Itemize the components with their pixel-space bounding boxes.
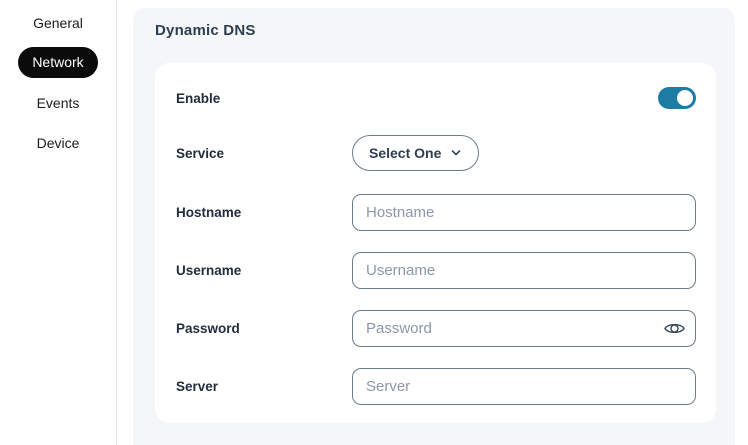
username-label: Username bbox=[176, 263, 242, 278]
enable-toggle[interactable] bbox=[658, 87, 696, 109]
server-control bbox=[352, 368, 696, 405]
sidebar-item-label: Device bbox=[36, 135, 80, 151]
password-row: Password bbox=[176, 310, 696, 347]
server-label: Server bbox=[176, 379, 219, 394]
username-control bbox=[352, 252, 696, 289]
password-label: Password bbox=[176, 321, 240, 336]
sidebar-item-label: General bbox=[33, 15, 83, 31]
service-control: Select One bbox=[352, 135, 696, 171]
hostname-control bbox=[352, 194, 696, 231]
service-row: Service Select One bbox=[176, 135, 696, 171]
show-password-button[interactable] bbox=[661, 316, 687, 342]
service-select[interactable]: Select One bbox=[352, 135, 480, 171]
password-control bbox=[352, 310, 696, 347]
username-input[interactable] bbox=[352, 252, 696, 289]
dynamic-dns-card: Enable Service Select One Hostname bbox=[155, 63, 716, 423]
sidebar-item-label: Events bbox=[36, 95, 80, 111]
sidebar-item-events[interactable]: Events bbox=[0, 89, 116, 117]
password-input[interactable] bbox=[352, 310, 696, 347]
enable-label: Enable bbox=[176, 90, 221, 106]
hostname-input[interactable] bbox=[352, 194, 696, 231]
page-title: Dynamic DNS bbox=[155, 22, 256, 39]
enable-row: Enable bbox=[176, 87, 696, 109]
sidebar-item-device[interactable]: Device bbox=[0, 129, 116, 157]
hostname-label: Hostname bbox=[176, 205, 242, 220]
service-label: Service bbox=[176, 145, 225, 161]
username-row: Username bbox=[176, 252, 696, 289]
sidebar-item-general[interactable]: General bbox=[0, 9, 116, 37]
sidebar-item-network[interactable]: Network bbox=[0, 47, 116, 78]
sidebar-item-label-active: Network bbox=[18, 47, 98, 78]
service-select-value: Select One bbox=[369, 145, 442, 161]
hostname-row: Hostname bbox=[176, 194, 696, 231]
server-input[interactable] bbox=[352, 368, 696, 405]
eye-icon bbox=[663, 323, 685, 334]
sidebar: General Network Events Device bbox=[0, 0, 117, 445]
chevron-down-icon bbox=[452, 150, 461, 156]
server-row: Server bbox=[176, 368, 696, 405]
main-panel: Dynamic DNS Enable Service Select One Ho… bbox=[133, 8, 735, 445]
toggle-knob bbox=[677, 90, 693, 106]
